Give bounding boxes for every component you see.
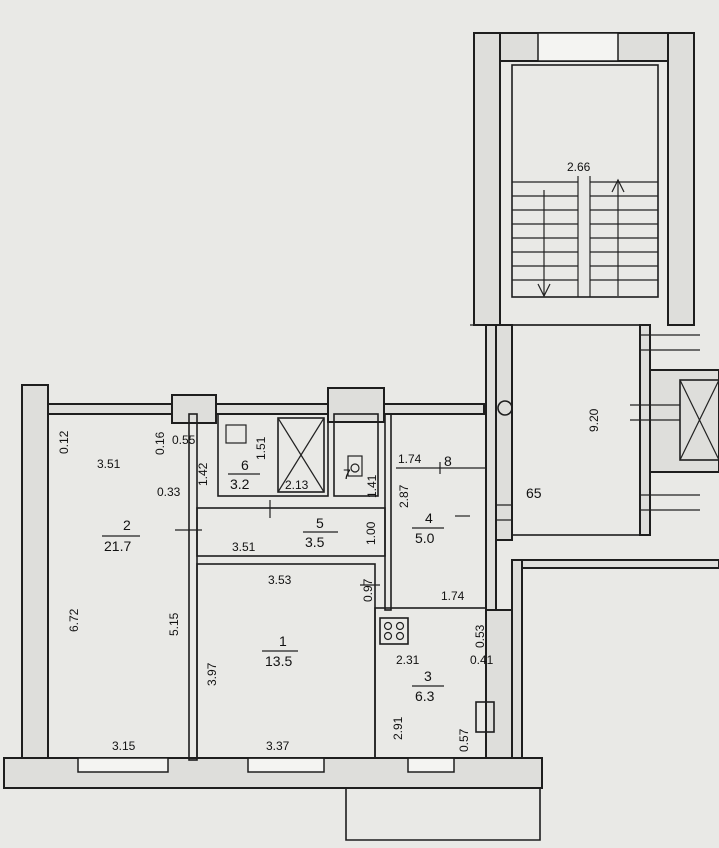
room-7-number: 7 <box>343 466 351 482</box>
room-4-area: 5.0 <box>415 530 435 546</box>
partitions <box>175 413 495 761</box>
room-labels: 2 21.7 1 13.5 3 6.3 4 5.0 5 3.5 6 3.2 7 … <box>102 453 452 704</box>
dim-0-97: 0.97 <box>361 578 375 602</box>
dim-0-16: 0.16 <box>153 431 167 455</box>
room-4-number: 4 <box>425 510 433 526</box>
dim-0-33: 0.33 <box>157 485 181 499</box>
dim-9-20: 9.20 <box>587 408 601 432</box>
dim-3-15: 3.15 <box>112 739 136 753</box>
dim-3-51-top: 3.51 <box>97 457 121 471</box>
apartment-walls <box>3 324 543 841</box>
dim-0-41: 0.41 <box>470 653 494 667</box>
dim-3-51-corridor: 3.51 <box>232 540 256 554</box>
room-8-number: 8 <box>444 453 452 469</box>
stair-flight-down <box>512 176 579 298</box>
dim-5-15: 5.15 <box>167 612 181 636</box>
room-1-area: 13.5 <box>265 653 292 669</box>
dim-6-72: 6.72 <box>67 608 81 632</box>
dim-2-13: 2.13 <box>285 478 309 492</box>
room-1-number: 1 <box>279 633 287 649</box>
dim-3-37: 3.37 <box>266 739 290 753</box>
room-6-area: 3.2 <box>230 476 250 492</box>
dim-3-53: 3.53 <box>268 573 292 587</box>
room-6-number: 6 <box>241 457 249 473</box>
dim-1-74-kitchen: 1.74 <box>441 589 465 603</box>
dim-2-87: 2.87 <box>397 484 411 508</box>
dim-0-12: 0.12 <box>57 430 71 454</box>
room-2-number: 2 <box>123 517 131 533</box>
dim-1-00: 1.00 <box>364 521 378 545</box>
dim-2-66: 2.66 <box>567 160 591 174</box>
dim-0-55: 0.55 <box>172 433 196 447</box>
room-5-area: 3.5 <box>305 534 325 550</box>
dim-2-91: 2.91 <box>391 716 405 740</box>
dim-65: 65 <box>526 485 542 501</box>
dim-0-57: 0.57 <box>457 728 471 752</box>
dim-0-53: 0.53 <box>473 624 487 648</box>
dim-3-97: 3.97 <box>205 662 219 686</box>
room-5-number: 5 <box>316 515 324 531</box>
room-3-number: 3 <box>424 668 432 684</box>
dimension-labels: 0.12 0.16 3.51 0.55 1.51 1.42 1.41 1.74 … <box>57 430 494 753</box>
stair-flight-up <box>589 176 658 297</box>
dim-1-74-top: 1.74 <box>398 452 422 466</box>
room-3-area: 6.3 <box>415 688 435 704</box>
dim-2-31: 2.31 <box>396 653 420 667</box>
dim-1-51: 1.51 <box>254 436 268 460</box>
stairwell: 2.66 <box>473 32 695 326</box>
dim-1-42: 1.42 <box>196 462 210 486</box>
dim-1-41: 1.41 <box>365 474 379 498</box>
room-2-area: 21.7 <box>104 538 131 554</box>
